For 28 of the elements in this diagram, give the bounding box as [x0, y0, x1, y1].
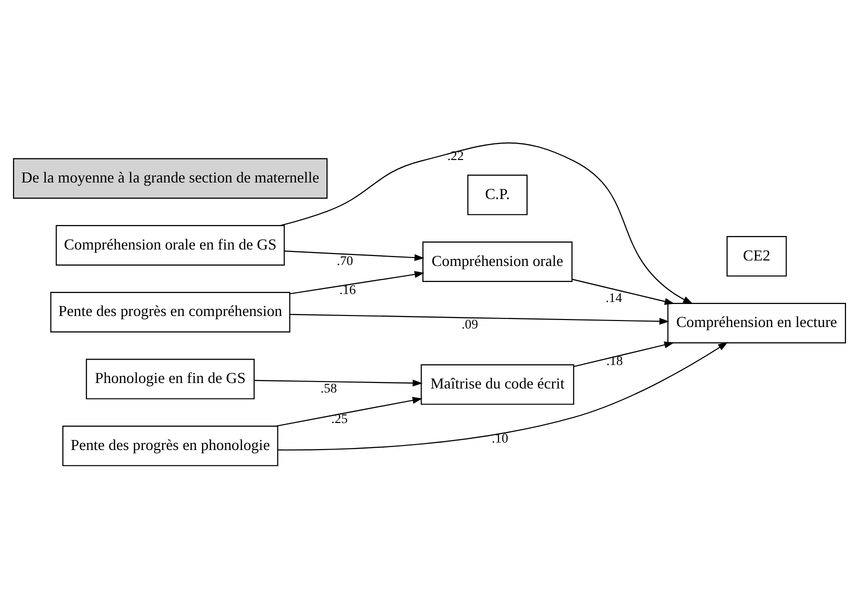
arrow [254, 380, 423, 387]
arrow [572, 278, 674, 305]
node-box: Pente des progrès en compréhension [50, 292, 290, 332]
arrow [290, 271, 424, 294]
edge-label: .22 [447, 148, 464, 164]
node-box: CE2 [726, 236, 787, 277]
node-box: De la moyenne à la grande section de maternelle [13, 158, 328, 199]
node-box: C.P. [467, 174, 528, 216]
edge-label: .09 [462, 316, 478, 332]
arrow [280, 142, 693, 304]
arrow [284, 250, 424, 262]
node-box: Phonologie en fin de GS [86, 358, 255, 400]
arrow [278, 342, 728, 451]
edge-label: .18 [606, 353, 623, 368]
edge-label: .14 [606, 290, 622, 305]
node-box: Pente des progrès en phonologie [62, 426, 278, 466]
arrow [574, 342, 674, 368]
arrow [290, 314, 670, 325]
arrow [276, 396, 422, 427]
edge-label: .25 [331, 411, 348, 426]
edge-label: .70 [336, 253, 354, 268]
node-box: Compréhension orale en fin de GS [56, 225, 285, 266]
node-box: Compréhension en lecture [667, 302, 846, 344]
edge-label: .58 [320, 380, 337, 396]
edge-label: .10 [492, 430, 508, 446]
node-box: Compréhension orale [422, 241, 573, 282]
node-box: Maîtrise du code écrit [420, 364, 574, 405]
edge-label: .16 [339, 282, 356, 297]
